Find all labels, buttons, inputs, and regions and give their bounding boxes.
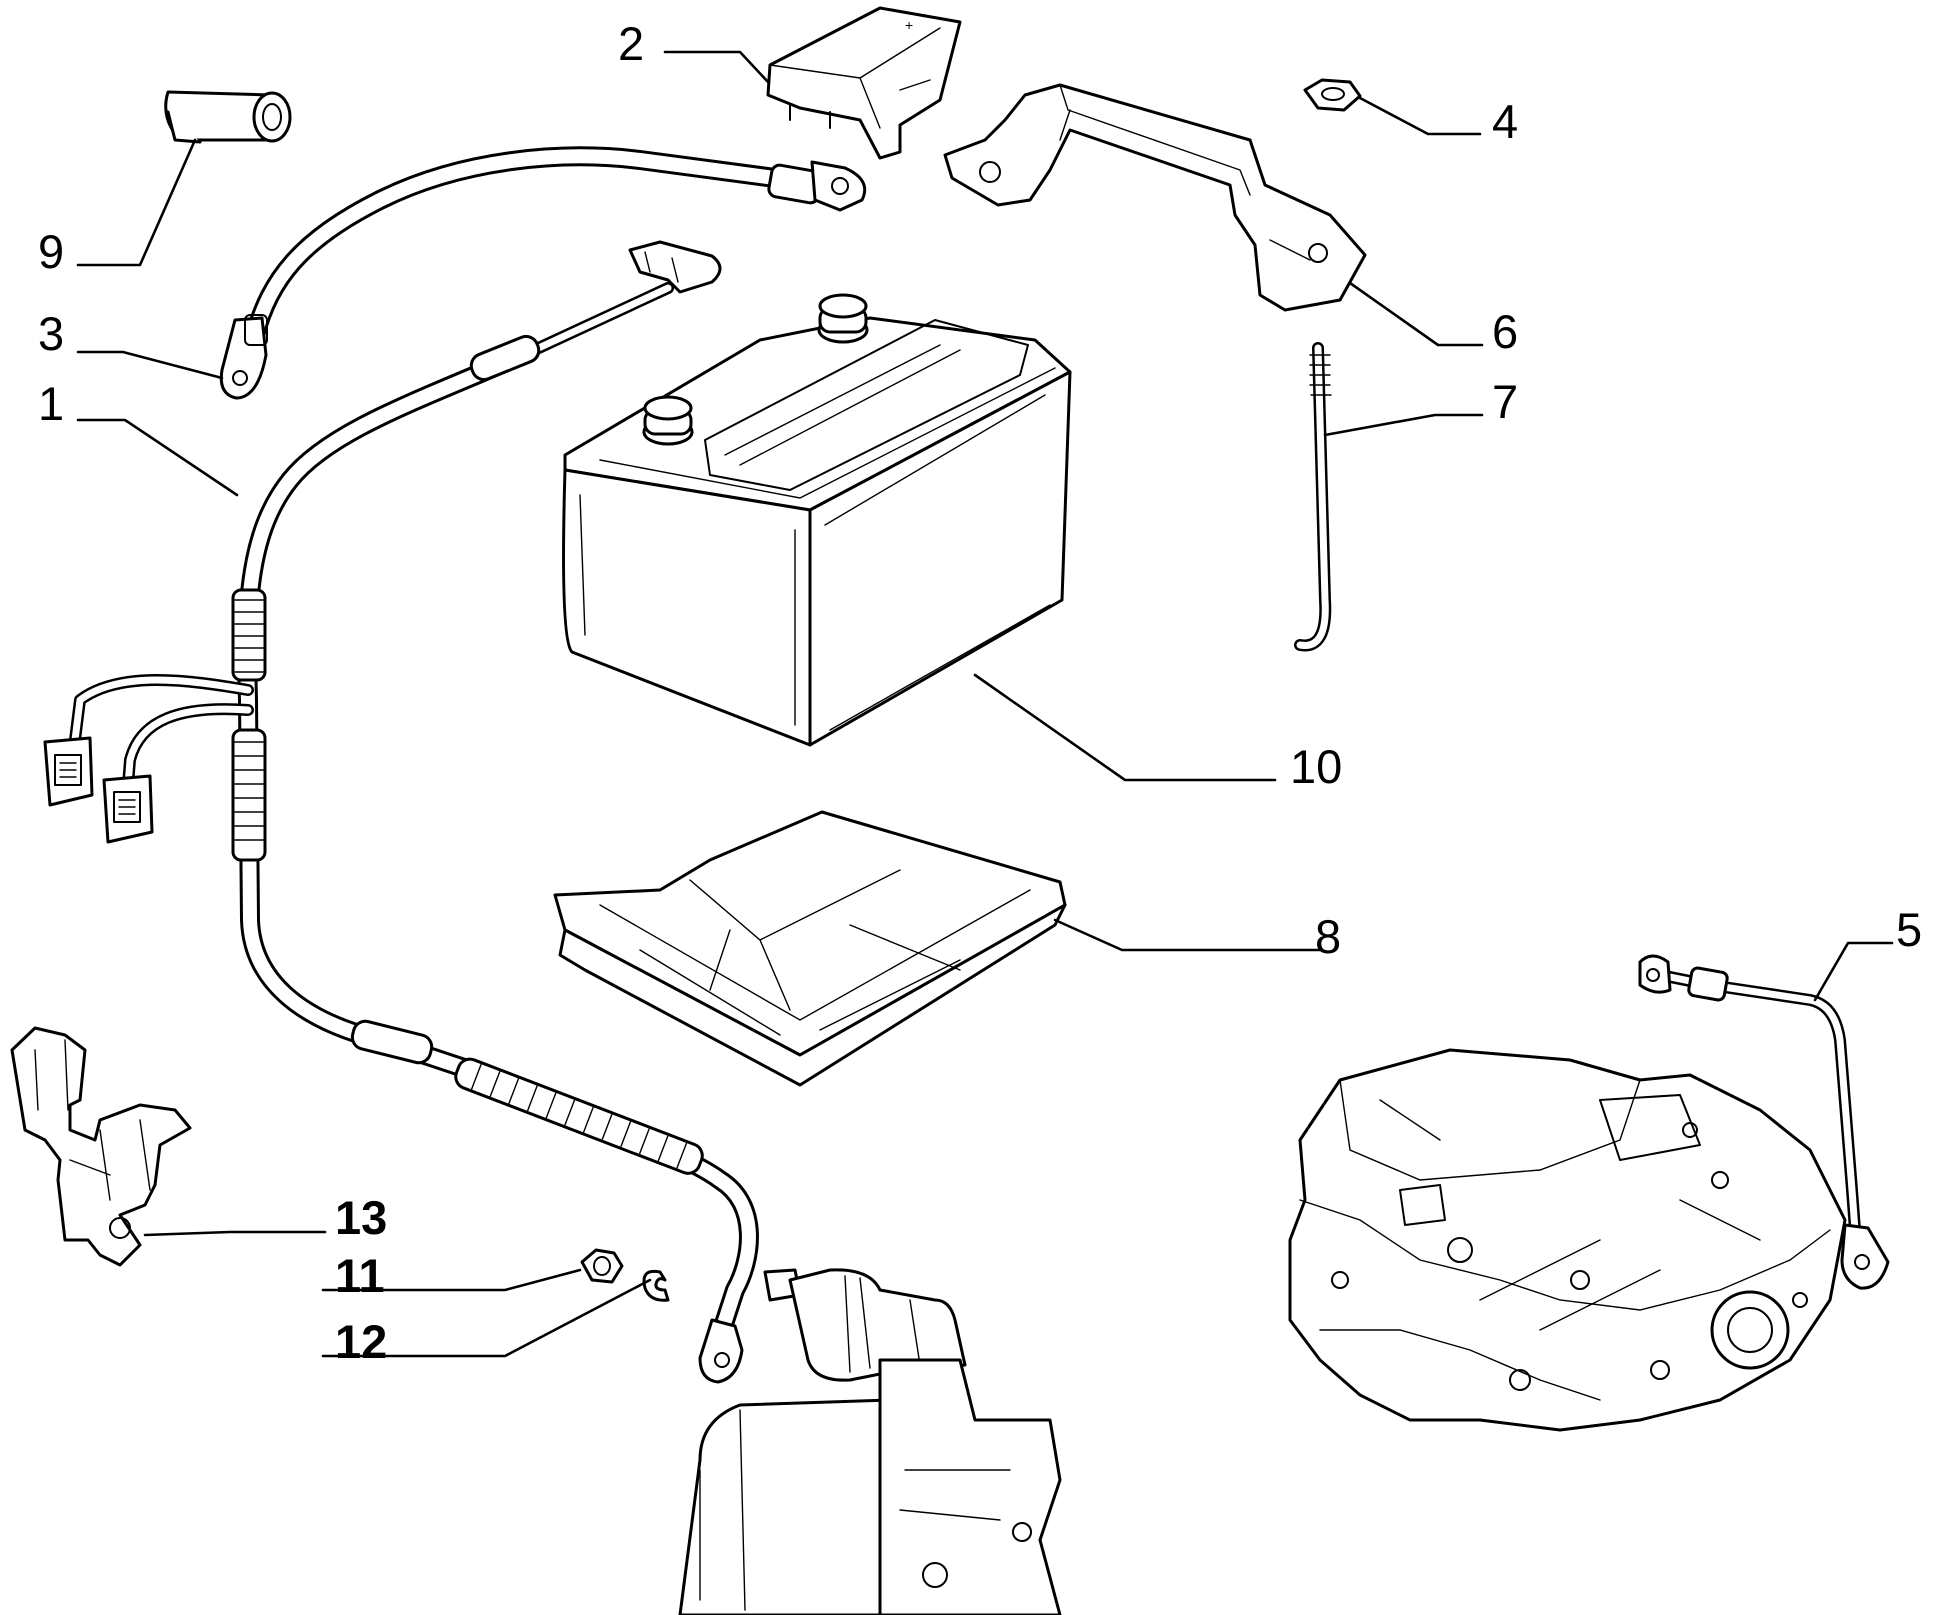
cable-sleeve-bottom [454, 1057, 704, 1175]
part-4-nut [1303, 78, 1362, 112]
part-2-terminal-cover: + [766, 6, 962, 160]
leader-8 [1053, 918, 1324, 952]
callout-7: 7 [1492, 375, 1518, 428]
part-9-terminal-boot [164, 90, 292, 144]
gearbox [1288, 1048, 1847, 1432]
leader-6 [1348, 281, 1484, 347]
leader-1 [76, 418, 239, 497]
starter-motor [678, 1268, 1062, 1615]
callout-10: 10 [1290, 740, 1342, 793]
part-12-washer [642, 1269, 670, 1302]
callout-9: 9 [38, 225, 64, 278]
part-11-nut [580, 1248, 624, 1284]
leader-12 [321, 1278, 652, 1358]
callout-2: 2 [618, 17, 644, 70]
leader-2 [663, 50, 770, 84]
part-5-ground-strap [1638, 954, 1890, 1290]
callout-4: 4 [1492, 95, 1518, 148]
callout-13: 13 [335, 1191, 387, 1244]
connector-right [102, 774, 154, 844]
leader-3 [76, 350, 224, 380]
callout-3: 3 [38, 307, 64, 360]
ring-terminal-bottom [698, 1318, 744, 1384]
cable-sleeve-lower [231, 728, 267, 862]
cable-sleeve-upper [231, 588, 267, 682]
callout-5: 5 [1896, 903, 1922, 956]
part-1-main-battery-cable [43, 240, 759, 1384]
callout-1: 1 [38, 377, 64, 430]
part-13-cable-clip [10, 1026, 192, 1267]
callout-labels: 1 2 3 4 5 6 7 8 9 10 11 12 13 [38, 17, 1922, 1368]
callout-8: 8 [1315, 910, 1341, 963]
part-7-j-bolt [1294, 342, 1332, 652]
leader-9 [76, 138, 197, 267]
leader-4 [1358, 96, 1482, 136]
connector-left [43, 736, 94, 807]
leader-10 [973, 673, 1277, 782]
leader-13 [143, 1230, 327, 1237]
callout-12: 12 [335, 1315, 387, 1368]
part-3-positive-cable [219, 146, 867, 400]
part-6-hold-down-bracket [943, 83, 1367, 312]
svg-text:+: + [905, 17, 913, 33]
part-10-battery [562, 293, 1072, 747]
leader-11 [321, 1268, 582, 1292]
leader-5 [1813, 941, 1894, 1002]
callout-6: 6 [1492, 305, 1518, 358]
leader-lines [76, 50, 1894, 1358]
leader-7 [1323, 413, 1484, 437]
callout-11: 11 [335, 1249, 385, 1302]
part-8-battery-tray [553, 810, 1067, 1087]
